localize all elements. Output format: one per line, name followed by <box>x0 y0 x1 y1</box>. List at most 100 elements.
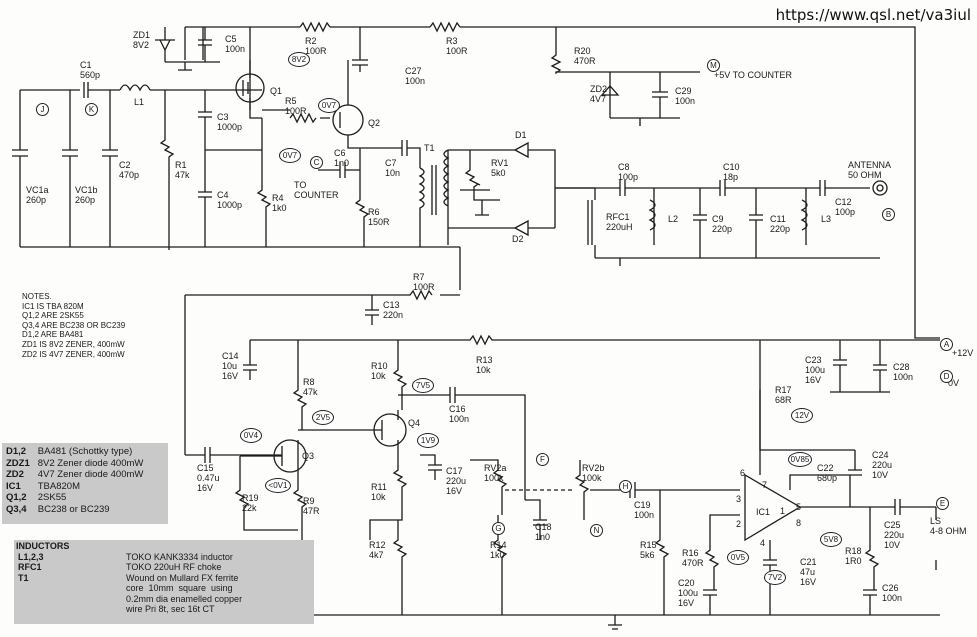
part-desc: 4V7 Zener diode 400mW <box>37 469 144 480</box>
notes-line: Q1,2 ARE 2SK55 <box>22 311 84 321</box>
component-label: R3 100R <box>446 36 468 56</box>
inductor-ref: T1 <box>18 572 29 583</box>
component-label: C2 470p <box>119 160 140 180</box>
test-point: G <box>492 522 505 535</box>
notes-line: IC1 IS TBA 820M <box>22 301 84 311</box>
component-label: L1 <box>134 97 145 107</box>
component-label: D1 <box>515 130 527 140</box>
test-point: J <box>36 103 49 116</box>
voltage-bubble: 0V7 <box>279 148 301 163</box>
q2-leads <box>339 60 395 247</box>
component-label: RV2a 100k <box>484 463 507 483</box>
component-label: R12 4k7 <box>369 540 386 560</box>
c6 <box>318 162 360 178</box>
voltage-bubble: 8V2 <box>288 52 310 67</box>
component-label: R14 1k0 <box>490 540 507 560</box>
inductor-desc: TOKO 220uH RF choke <box>126 562 222 572</box>
part-ref: Q1,2 <box>6 492 27 503</box>
q3-leads <box>185 440 308 615</box>
rfc1 <box>587 188 880 266</box>
notes-line: ZD2 IS 4V7 ZENER, 400mW <box>22 349 125 359</box>
inductors-panel <box>14 540 314 624</box>
voltage-bubble: 7V2 <box>764 570 786 585</box>
part-ref: ZDZ1 <box>6 457 30 469</box>
component-label: Q3 <box>302 451 315 461</box>
ic-pin-number: 3 <box>736 494 742 504</box>
component-label: C11 220p <box>770 214 791 234</box>
component-label: C22 680p <box>817 463 838 483</box>
test-point: D <box>940 370 953 383</box>
component-label: C16 100n <box>449 404 470 424</box>
component-label: R2 100R <box>305 36 327 56</box>
component-label: C1 560p <box>80 60 101 80</box>
ic-pin-number: 4 <box>760 538 766 548</box>
q1-leads <box>242 60 290 247</box>
voltage-bubble: 5V8 <box>820 532 842 547</box>
component-label: C4 1000p <box>217 190 243 210</box>
r3 <box>429 21 480 33</box>
voltage-bubble: 7V5 <box>412 378 434 393</box>
q4-leads <box>298 387 526 615</box>
d1 <box>513 141 595 237</box>
component-label: C12 100p <box>835 197 856 217</box>
component-label: RV1 5k0 <box>491 158 509 178</box>
component-label: L3 <box>821 214 832 224</box>
ic-pin-number: 2 <box>736 519 742 529</box>
component-label: C15 0.47u 16V <box>197 463 220 493</box>
test-point: H <box>619 480 632 493</box>
source-url[interactable]: https://www.qsl.net/va3iul <box>775 6 971 24</box>
component-label: R1 47k <box>175 160 190 180</box>
component-label: C27 100n <box>405 66 426 86</box>
component-label: C21 47u 16V <box>800 557 817 587</box>
rv2 <box>470 459 740 615</box>
component-label: T1 <box>424 143 435 153</box>
component-label: R4 1k0 <box>272 193 287 213</box>
voltage-bubble: 0V5 <box>727 550 749 565</box>
part-ref: D1,2 <box>6 446 27 457</box>
ic-pin-number: 5 <box>796 502 802 512</box>
test-point: A <box>940 338 953 351</box>
r7 <box>184 247 461 455</box>
component-label: R16 470R <box>682 548 704 568</box>
notes-line: D1,2 ARE BA481 <box>22 330 84 340</box>
notes-title: NOTES. <box>22 292 52 301</box>
component-label: VC1b 260p <box>75 185 98 205</box>
input-line <box>20 82 262 98</box>
test-point: E <box>936 497 949 510</box>
component-label: +12V <box>952 348 974 358</box>
component-label: C19 100n <box>634 500 655 520</box>
component-label: C6 1n0 <box>334 148 350 168</box>
test-point: F <box>536 453 549 466</box>
component-label: R19 22k <box>242 493 259 513</box>
component-label: R20 470R <box>574 46 596 66</box>
component-label: C29 100n <box>675 86 696 106</box>
c7 <box>395 140 421 168</box>
test-point: M <box>707 59 720 72</box>
component-label: C8 100p <box>618 162 639 182</box>
component-label: C10 18p <box>723 162 740 182</box>
component-label: R13 10k <box>476 355 493 375</box>
component-label: C17 220u 16V <box>446 466 467 496</box>
inductor-desc: TOKO KANK3334 inductor <box>126 551 233 562</box>
component-label: RFC1 220uH <box>606 212 633 232</box>
component-label: C20 100u 16V <box>678 578 699 608</box>
component-label: R17 68R <box>775 385 792 405</box>
zd1 <box>155 27 220 71</box>
component-label: R10 10k <box>371 361 388 381</box>
component-label: C5 100n <box>225 34 246 54</box>
c27 <box>352 27 368 72</box>
r2 <box>299 21 340 33</box>
test-point: C <box>310 156 323 169</box>
voltage-bubble: 0V7 <box>318 98 340 113</box>
inductor-desc: Wound on Mullard FX ferrite core 10mm sq… <box>126 572 243 615</box>
component-label: R15 5k6 <box>640 540 657 560</box>
component-label: C23 100u 16V <box>805 355 826 385</box>
component-label: R7 100R <box>413 272 435 292</box>
component-label: C24 220u 10V <box>872 450 893 480</box>
ic1-triangle <box>744 473 802 542</box>
